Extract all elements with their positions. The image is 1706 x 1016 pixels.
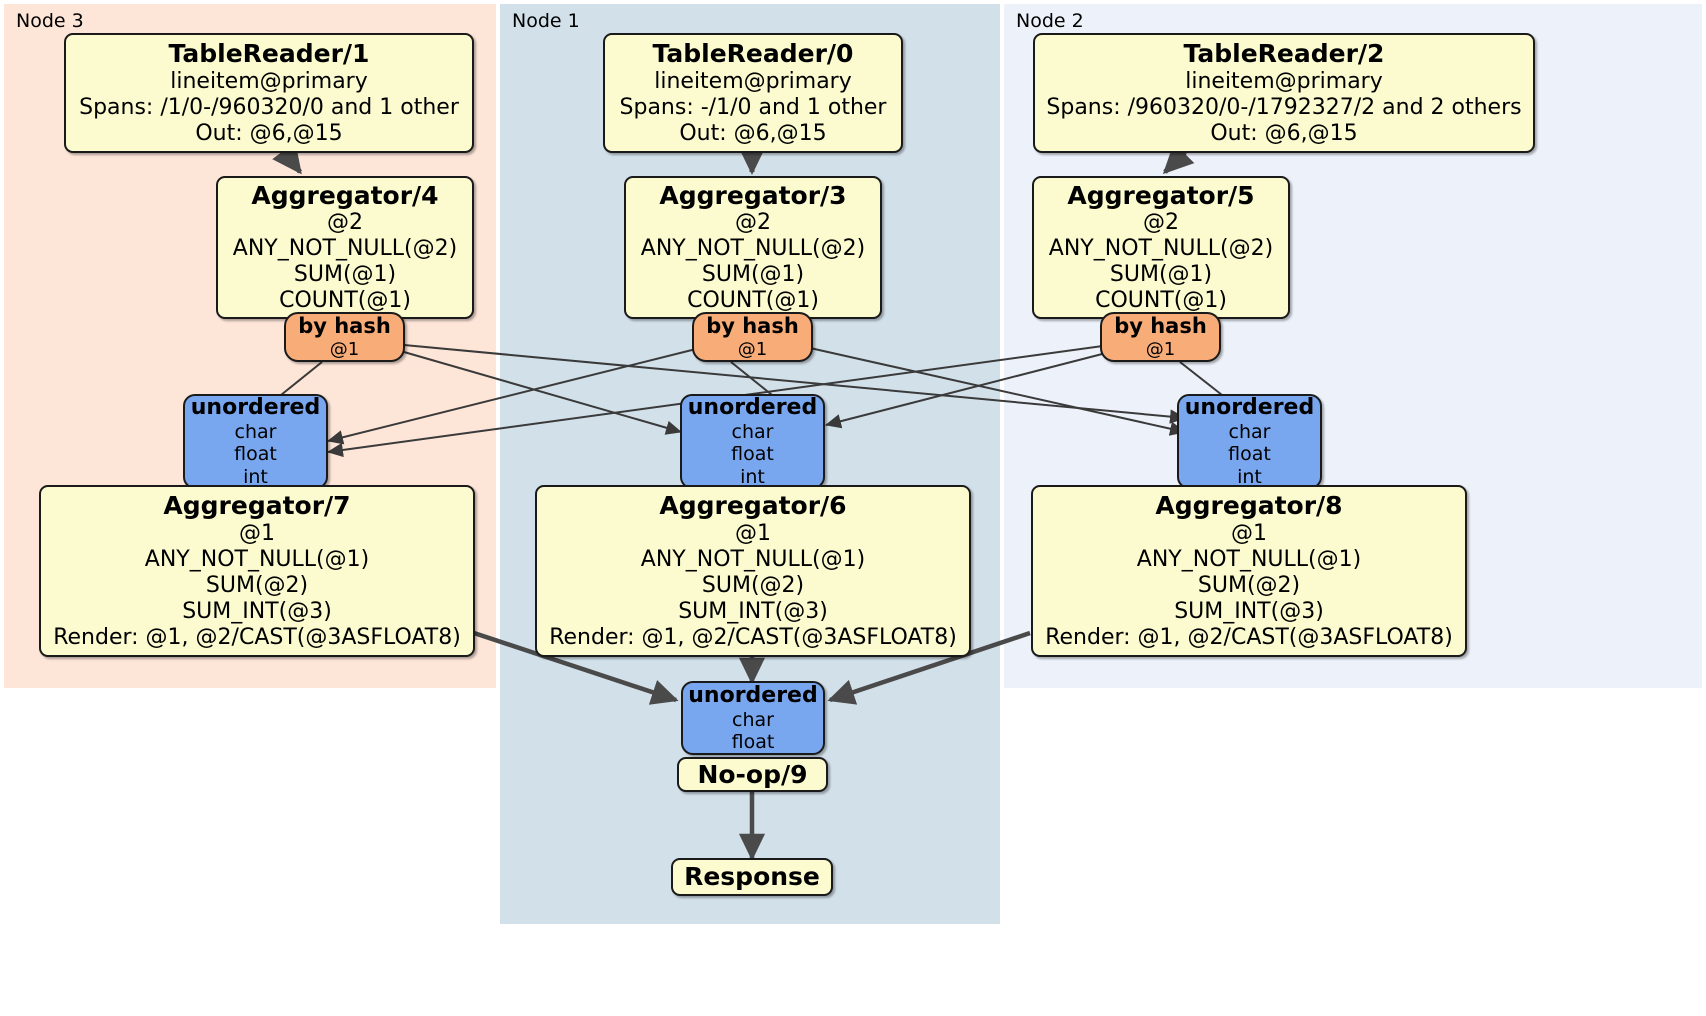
sync-detail-line: char [234,420,277,443]
sync-detail-line: float [731,730,775,753]
router-detail-line: @1 [1145,338,1176,360]
processor-detail-line: SUM(@2) [205,572,309,598]
router-detail-line: @1 [737,338,768,360]
sync-title: unordered [1184,394,1315,420]
sync-title: unordered [687,394,818,420]
processor-title: Aggregator/3 [659,180,847,210]
processor-detail-line: lineitem@primary [654,68,852,94]
processor-box-tablereader1[interactable]: TableReader/1 lineitem@primary Spans: /1… [64,33,474,153]
processor-box-tablereader0[interactable]: TableReader/0 lineitem@primary Spans: -/… [603,33,903,153]
processor-detail-line: SUM(@1) [293,262,397,288]
processor-detail-line: lineitem@primary [1185,68,1383,94]
processor-title: Aggregator/7 [163,491,351,521]
node-region-label-node2: Node 2 [1016,10,1084,32]
processor-title: Aggregator/6 [659,491,847,521]
router-title: by hash [298,314,391,338]
sync-detail-line: int [1237,465,1262,488]
processor-detail-line: ANY_NOT_NULL(@1) [1136,546,1362,572]
processor-detail-line: SUM(@2) [1197,572,1301,598]
processor-detail-line: COUNT(@1) [279,288,411,314]
sync-detail-line: float [234,443,277,466]
sync-detail-line: int [740,465,765,488]
processor-box-aggregator8[interactable]: Aggregator/8 @1 ANY_NOT_NULL(@1) SUM(@2)… [1031,485,1467,657]
processor-title: Aggregator/4 [251,180,439,210]
processor-box-tablereader2[interactable]: TableReader/2 lineitem@primary Spans: /9… [1033,33,1535,153]
node-region-label-node3: Node 3 [16,10,84,32]
processor-box-response[interactable]: Response [671,858,833,896]
processor-box-aggregator5[interactable]: Aggregator/5 @2 ANY_NOT_NULL(@2) SUM(@1)… [1032,176,1290,319]
node-region-label-node1: Node 1 [512,10,580,32]
output-router-by-hash-left[interactable]: by hash @1 [284,312,405,362]
processor-detail-line: @1 [1231,520,1267,546]
router-title: by hash [706,314,799,338]
output-router-by-hash-right[interactable]: by hash @1 [1100,312,1221,362]
processor-box-aggregator6[interactable]: Aggregator/6 @1 ANY_NOT_NULL(@1) SUM(@2)… [535,485,971,657]
output-router-by-hash-center[interactable]: by hash @1 [692,312,813,362]
processor-title: TableReader/0 [652,39,854,69]
processor-box-aggregator3[interactable]: Aggregator/3 @2 ANY_NOT_NULL(@2) SUM(@1)… [624,176,882,319]
processor-title: Aggregator/8 [1155,491,1343,521]
processor-detail-line: @1 [239,520,275,546]
processor-title: TableReader/1 [168,39,370,69]
sync-detail-line: int [243,465,268,488]
router-detail-line: @1 [329,338,360,360]
processor-detail-line: Render: @1, @2/CAST(@3ASFLOAT8) [53,624,461,650]
processor-title: No-op/9 [697,759,808,789]
processor-detail-line: SUM_INT(@3) [678,598,828,624]
processor-detail-line: SUM(@1) [701,262,805,288]
input-sync-unordered-center[interactable]: unordered char float int [680,394,825,489]
processor-detail-line: ANY_NOT_NULL(@2) [232,236,458,262]
processor-detail-line: Spans: /960320/0-/1792327/2 and 2 others [1046,94,1522,120]
processor-detail-line: ANY_NOT_NULL(@2) [640,236,866,262]
processor-detail-line: ANY_NOT_NULL(@1) [640,546,866,572]
processor-box-noop9[interactable]: No-op/9 [677,757,828,792]
sync-detail-line: char [732,708,774,731]
processor-detail-line: SUM(@1) [1109,262,1213,288]
processor-title: Response [684,862,820,892]
processor-detail-line: SUM_INT(@3) [1174,598,1324,624]
input-sync-unordered-right[interactable]: unordered char float int [1177,394,1322,489]
processor-detail-line: Spans: -/1/0 and 1 other [619,94,887,120]
sync-detail-line: float [1228,443,1271,466]
processor-detail-line: @1 [735,520,771,546]
processor-detail-line: COUNT(@1) [687,288,819,314]
sync-detail-line: float [731,443,774,466]
processor-detail-line: Out: @6,@15 [1210,120,1358,146]
processor-detail-line: Out: @6,@15 [195,120,343,146]
sync-detail-line: char [1228,420,1271,443]
sync-title: unordered [190,394,321,420]
processor-detail-line: Render: @1, @2/CAST(@3ASFLOAT8) [1045,624,1453,650]
processor-detail-line: @2 [735,210,771,236]
processor-detail-line: @2 [327,210,363,236]
router-title: by hash [1114,314,1207,338]
sync-title: unordered [688,682,818,708]
processor-detail-line: Out: @6,@15 [679,120,827,146]
processor-box-aggregator4[interactable]: Aggregator/4 @2 ANY_NOT_NULL(@2) SUM(@1)… [216,176,474,319]
processor-detail-line: SUM(@2) [701,572,805,598]
sync-detail-line: char [731,420,774,443]
processor-detail-line: lineitem@primary [170,68,368,94]
processor-detail-line: ANY_NOT_NULL(@1) [144,546,370,572]
processor-detail-line: @2 [1143,210,1179,236]
processor-title: Aggregator/5 [1067,180,1255,210]
processor-detail-line: COUNT(@1) [1095,288,1227,314]
processor-box-aggregator7[interactable]: Aggregator/7 @1 ANY_NOT_NULL(@1) SUM(@2)… [39,485,475,657]
input-sync-unordered-final[interactable]: unordered char float [681,681,825,755]
processor-detail-line: Render: @1, @2/CAST(@3ASFLOAT8) [549,624,957,650]
processor-title: TableReader/2 [1183,39,1385,69]
processor-detail-line: SUM_INT(@3) [182,598,332,624]
input-sync-unordered-left[interactable]: unordered char float int [183,394,328,489]
processor-detail-line: Spans: /1/0-/960320/0 and 1 other [79,94,459,120]
processor-detail-line: ANY_NOT_NULL(@2) [1048,236,1274,262]
